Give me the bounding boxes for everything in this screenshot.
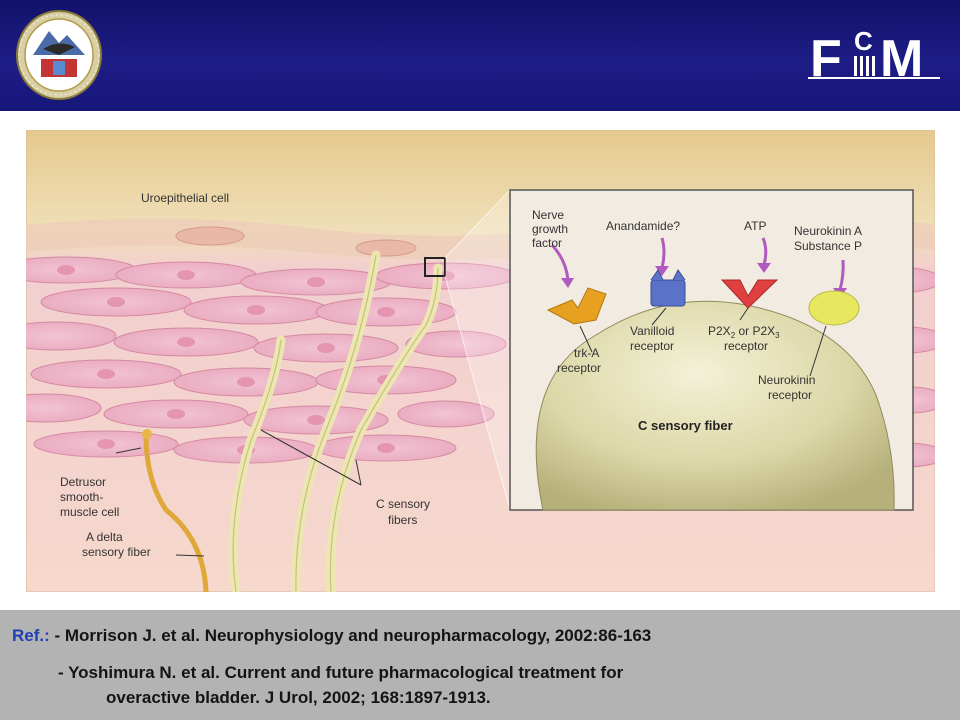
label-detrusor-2: smooth- xyxy=(60,490,103,504)
receptor-vanilloid-1: Vanilloid xyxy=(630,324,674,338)
svg-text:M: M xyxy=(880,30,923,80)
label-detrusor-3: muscle cell xyxy=(60,505,119,519)
label-c-fibers-2: fibers xyxy=(388,513,417,527)
ligand-ngf-3: factor xyxy=(532,236,562,250)
label-c-fibers-1: C sensory xyxy=(376,497,430,511)
reference-1: Ref.: - Morrison J. et al. Neurophysiolo… xyxy=(12,626,651,646)
reference-2-line-1: - Yoshimura N. et al. Current and future… xyxy=(58,663,624,682)
label-a-delta-2: sensory fiber xyxy=(82,545,151,559)
receptor-vanilloid-2: receptor xyxy=(630,339,674,353)
trk-a-receptor-icon xyxy=(546,287,607,325)
ligand-anandamide: Anandamide? xyxy=(606,219,680,233)
svg-text:C: C xyxy=(854,26,873,56)
references-label: Ref.: xyxy=(12,626,50,645)
ligand-ngf-1: Nerve xyxy=(532,208,564,222)
vanilloid-receptor-icon xyxy=(650,279,686,307)
inset-title: C sensory fiber xyxy=(638,418,733,433)
zoom-marker xyxy=(424,257,446,277)
references-panel: Ref.: - Morrison J. et al. Neurophysiolo… xyxy=(0,610,960,720)
columns-icon xyxy=(854,56,875,76)
receptor-trka-1: trk-A xyxy=(574,346,599,360)
reference-1-text: - Morrison J. et al. Neurophysiology and… xyxy=(49,626,652,645)
label-detrusor-1: Detrusor xyxy=(60,475,106,489)
ligand-neurokinin-2: Substance P xyxy=(794,239,862,253)
receptor-neurokinin-2: receptor xyxy=(768,388,812,402)
ligand-ngf-2: growth xyxy=(532,222,568,236)
fcm-logo: F C M xyxy=(808,26,942,88)
university-seal-logo xyxy=(16,10,102,100)
receptor-neurokinin-1: Neurokinin xyxy=(758,373,815,387)
reference-2-line-2: overactive bladder. J Urol, 2002; 168:18… xyxy=(106,688,491,707)
inset-panel: Nerve growth factor Anandamide? ATP Neur… xyxy=(509,189,914,511)
receptor-p2x-2: receptor xyxy=(724,339,768,353)
neurokinin-receptor-icon xyxy=(808,290,860,326)
ligand-neurokinin-1: Neurokinin A xyxy=(794,224,862,238)
svg-text:F: F xyxy=(810,30,842,80)
ligand-atp: ATP xyxy=(744,219,766,233)
a-delta-fiber xyxy=(143,432,209,592)
bladder-innervation-diagram: Uroepithelial cell Detrusor smooth- musc… xyxy=(26,130,935,592)
label-uroepithelial-cell: Uroepithelial cell xyxy=(141,191,229,205)
label-a-delta-1: A delta xyxy=(86,530,123,544)
receptor-p2x-1: P2X2 or P2X3 xyxy=(708,324,780,340)
header-bar: F C M xyxy=(0,0,960,111)
receptor-trka-2: receptor xyxy=(557,361,601,375)
